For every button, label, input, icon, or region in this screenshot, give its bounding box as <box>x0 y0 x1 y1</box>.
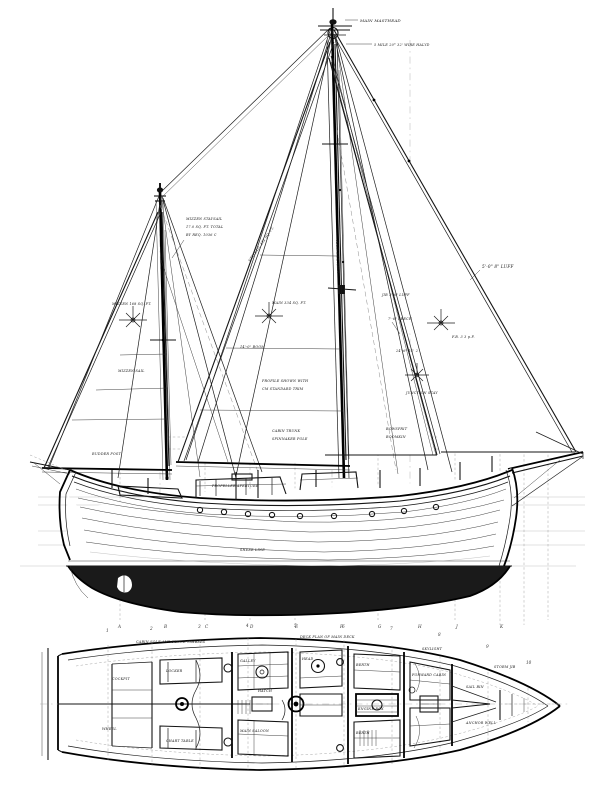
station-label: E <box>294 624 298 629</box>
mizzen-mast-partner <box>175 697 189 711</box>
underbody-bottom-paint <box>67 565 511 617</box>
annotation-mizzen-note-1: MIZZEN STAYSAIL <box>185 217 223 221</box>
station-label: H <box>417 624 422 629</box>
annotation-headsail-dim: 24'-6"-12' 2 <box>395 349 418 353</box>
annotation-bowsprit: BOWSPRIT <box>385 427 408 431</box>
junction-star <box>405 363 429 382</box>
station-label: J <box>455 624 458 629</box>
annotation-spinnaker: SPINNAKER POLE <box>272 437 308 441</box>
bowsprit-and-boomkin <box>29 431 584 507</box>
annotation-mizzen-area: MIZZEN 168 SQ. FT. <box>111 302 151 306</box>
annotation-deck-note-2: CM STANDARD TRIM <box>262 387 304 391</box>
plan-annotations: CABIN SOLE AND FLOOR TIMBERS DECK PLAN O… <box>102 623 532 743</box>
annotation-plan-locker: LOCKER <box>165 669 183 673</box>
annotation-plan-sailbin: SAIL BIN <box>466 685 485 689</box>
annotation-plan-fwd-cabin: FORWARD CABIN <box>411 673 447 677</box>
annotation-prop: PROPELLER APERTURE <box>211 484 259 488</box>
station-label: 8 <box>438 632 441 637</box>
station-label: 10 <box>526 660 532 665</box>
station-label: 7 <box>390 626 393 631</box>
station-label: B <box>163 624 167 629</box>
mizzen-area-star <box>119 306 147 328</box>
annotation-plan-cockpit: COCKPIT <box>112 677 130 681</box>
annotation-mizzen-sail: MIZZEN SAIL <box>117 369 145 373</box>
annotation-plan-saloon: MAIN SALOON <box>239 729 270 733</box>
annotation-mizzen-note-3: BY REQ. 1036 C <box>185 233 217 237</box>
annotation-topside: CABIN TRUNK <box>272 429 301 433</box>
annotation-main-area: MAIN 334 SQ. FT. <box>271 301 306 305</box>
annotation-masthead-light: 5 MILE 20° 32' WIRE HALYD <box>374 43 430 47</box>
annotation-headsail-area: F.B. 3 3 p.F. <box>451 335 475 339</box>
annotation-junction: JUNCTION STAY <box>405 391 438 395</box>
sail-plan-view: MAIN MASTHEAD 5 MILE 20° 32' WIRE HALYD … <box>20 8 585 629</box>
station-label: K <box>499 624 504 629</box>
station-label: 3 <box>198 624 201 629</box>
annotation-plan-skylight: SKYLIGHT <box>422 647 443 651</box>
annotation-mizzen-note-2: 17.0 SQ. FT. TOTAL <box>186 225 224 229</box>
annotation-masthead: MAIN MASTHEAD <box>359 18 401 23</box>
main-rig <box>160 8 577 479</box>
station-label: 9 <box>486 644 489 649</box>
station-label: 2 <box>149 626 153 631</box>
annotation-plan-berth: BERTH <box>355 663 371 667</box>
annotation-hull-sheer: SHEER LINE <box>240 548 265 552</box>
station-label: 5 <box>294 623 297 628</box>
annotation-plan-anchor: ANCHOR WELL <box>465 721 497 725</box>
station-label: 6 <box>342 624 345 629</box>
headsail-area-star <box>427 309 455 331</box>
annotation-plan-galley: GALLEY <box>240 659 256 663</box>
annotation-plan-head: HEAD <box>301 657 313 661</box>
annotation-headsail-luff: 5'-0" 8" LUFF <box>482 264 514 269</box>
annotation-plan-berth-2: BERTH <box>355 731 371 735</box>
ladder-steps <box>238 700 376 746</box>
station-label: G <box>378 624 382 629</box>
annotation-plan-engine: ENGINE BOX <box>357 707 384 711</box>
hull-profile <box>20 456 576 617</box>
main-area-star <box>255 302 283 324</box>
deck-hardware <box>111 456 493 520</box>
annotation-plan-chart: CHART TABLE <box>166 739 194 743</box>
annotation-boomkin: BOOMKIN <box>385 435 407 439</box>
station-label: F <box>339 624 344 629</box>
main-mast-partner <box>287 695 305 713</box>
annotation-boom: 14'-0" BOOM <box>240 345 265 349</box>
station-label: 4 <box>245 623 249 628</box>
annotation-deck-note-1: PROFILE SHOWN WITH <box>261 379 309 383</box>
accommodation-plan-view: CABIN SOLE AND FLOOR TIMBERS DECK PLAN O… <box>40 623 570 771</box>
station-label: A <box>117 624 121 629</box>
mizzen-rig <box>41 183 263 481</box>
annotation-jib-luff: JIB 2'-6" LUFF <box>381 293 410 297</box>
annotation-main-luff: MAIN SAIL AREA <box>335 239 340 274</box>
annotation-plan-wheel: WHEEL <box>102 727 117 731</box>
annotation-plan-top-2: DECK PLAN OF MAIN DECK <box>299 635 355 639</box>
annotation-jib-leech: 7'-6" LEECH <box>388 317 413 321</box>
interior-joinery <box>111 646 560 764</box>
annotation-plan-hatch: HATCH <box>257 689 273 693</box>
plan-station-labels: 1 2 3 4 5 6 7 8 9 10 <box>106 623 532 665</box>
annotation-plan-storm-jib: STORM JIB <box>494 665 516 669</box>
annotation-rudder: RUDDER POST <box>91 452 121 456</box>
annotation-plan-top-1: CABIN SOLE AND FLOOR TIMBERS <box>136 640 206 644</box>
profile-station-labels: A B C D E F G H J K <box>117 624 504 629</box>
station-label: C <box>205 624 209 629</box>
propeller-aperture <box>117 574 132 593</box>
station-label: 1 <box>106 628 109 633</box>
station-label: D <box>249 624 254 629</box>
